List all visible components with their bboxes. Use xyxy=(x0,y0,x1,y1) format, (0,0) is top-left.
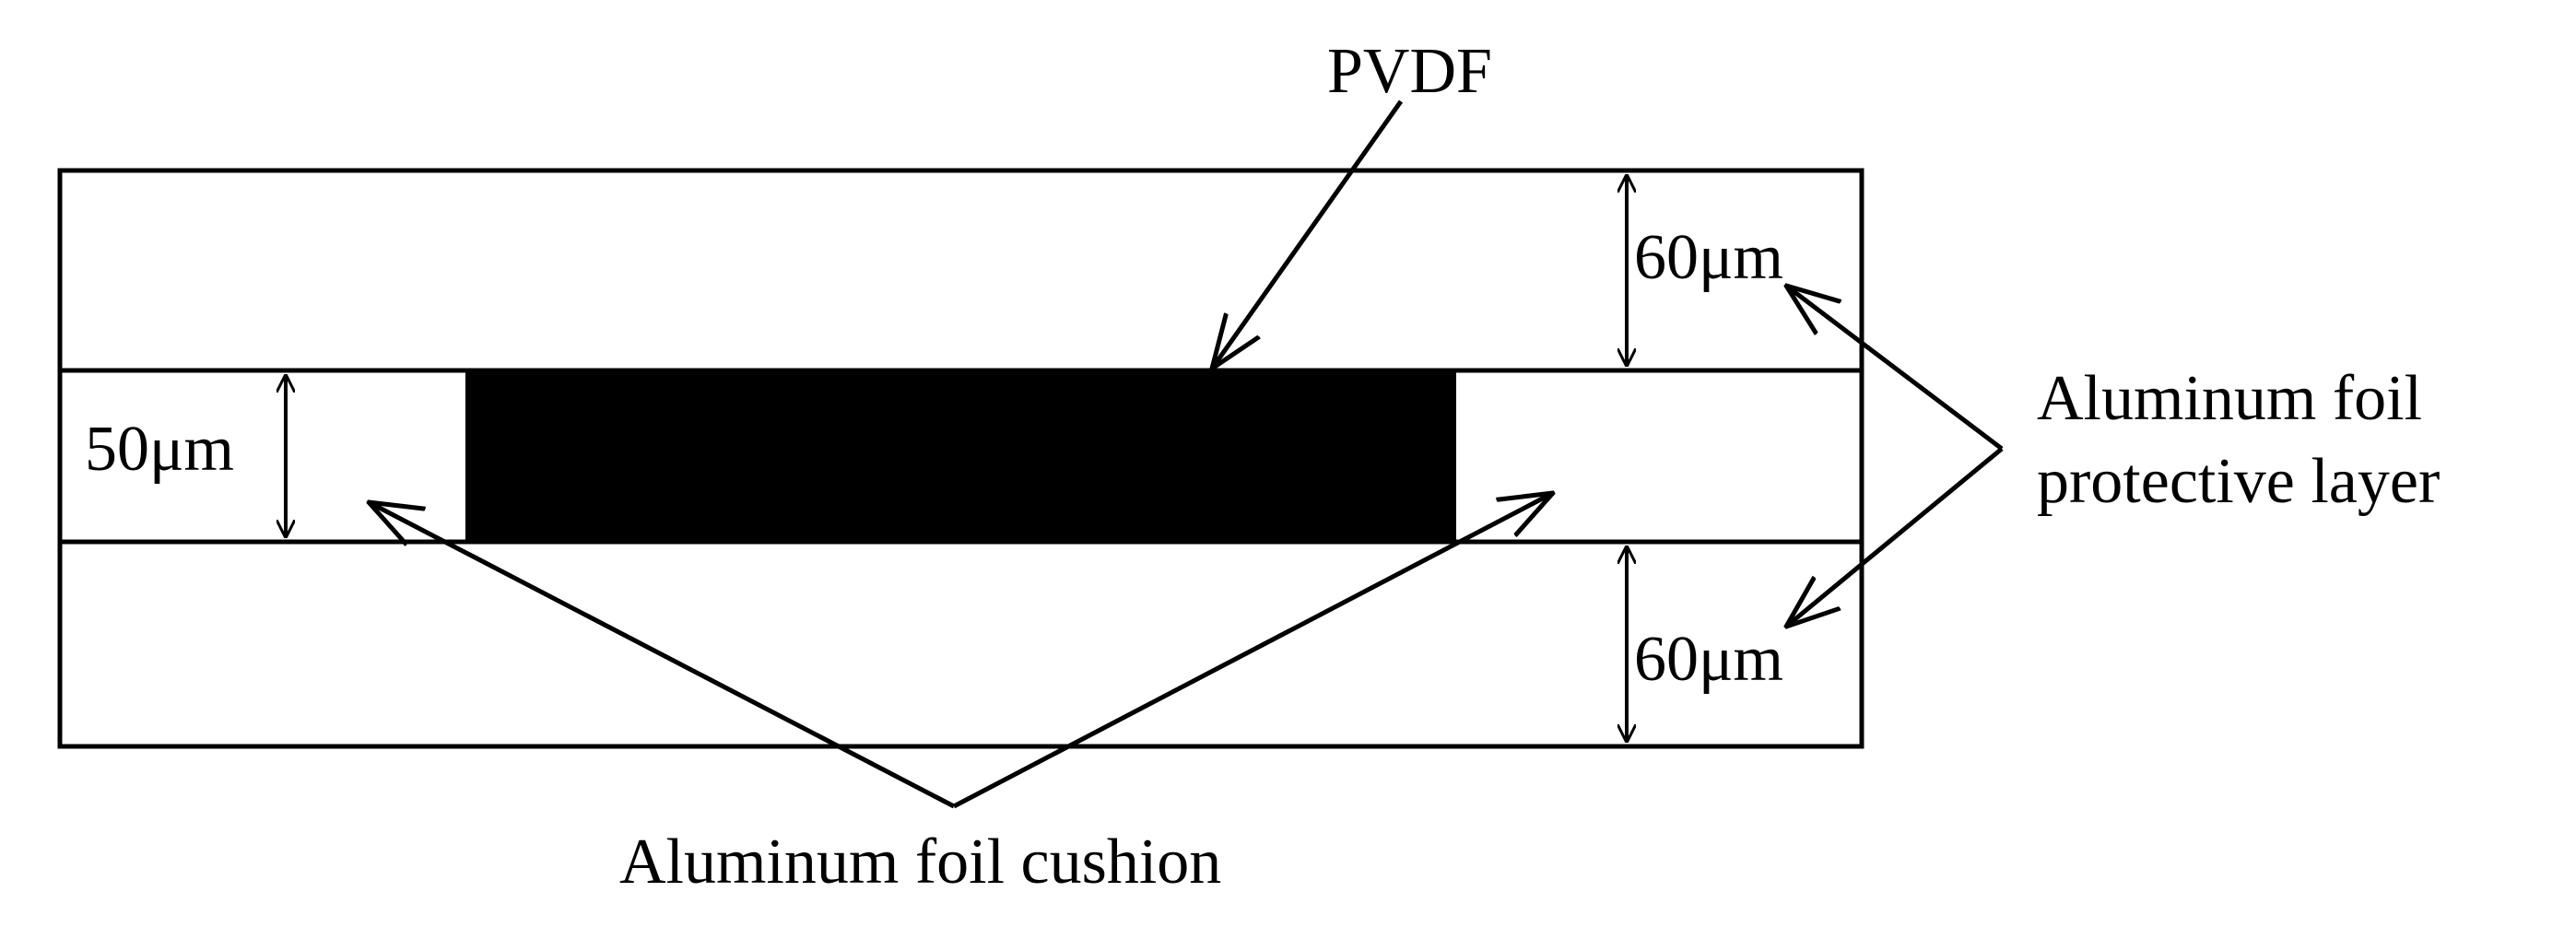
protective-pointer-arrow-top xyxy=(1786,286,2004,451)
cushion-label: Aluminum foil cushion xyxy=(619,827,1221,898)
top-thickness-label: 60μm xyxy=(1634,222,1783,293)
pvdf-pointer-arrow xyxy=(1212,100,1404,369)
outer-frame xyxy=(57,168,1864,749)
protective-pointer-arrow-bottom xyxy=(1786,447,2004,627)
middle-thickness-label: 50μm xyxy=(85,414,234,485)
pvdf-label: PVDF xyxy=(1327,36,1492,107)
cushion-pointer-arrow-right xyxy=(952,493,1553,809)
bottom-thickness-label: 60μm xyxy=(1634,624,1783,695)
cushion-pointer-arrow-left xyxy=(369,502,956,809)
protective-layer-label-line1: Aluminum foil xyxy=(2037,363,2422,434)
protective-layer-label-line2: protective layer xyxy=(2037,446,2440,517)
pvdf-film-block xyxy=(465,370,1456,542)
